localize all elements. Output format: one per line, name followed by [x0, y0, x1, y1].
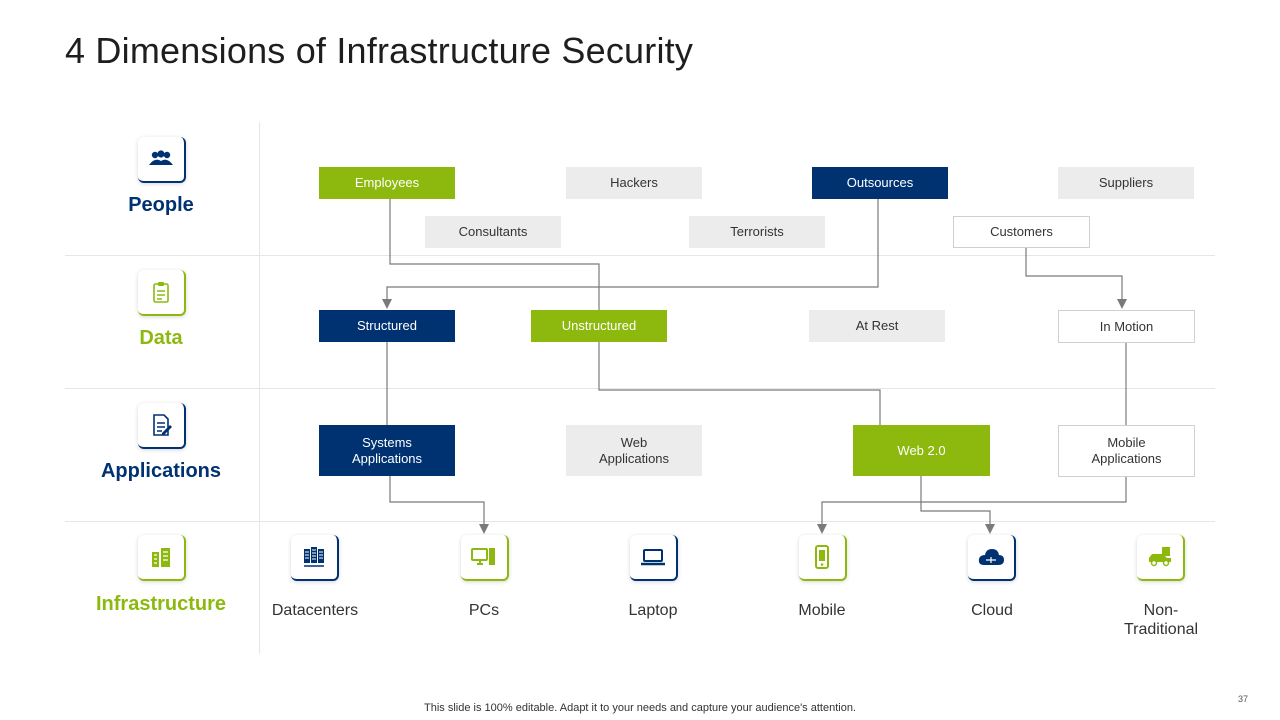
- box-employees: Employees: [319, 167, 455, 199]
- box-at-rest: At Rest: [809, 310, 945, 342]
- connector-customers-inmotion: [1025, 248, 1127, 309]
- infra-label-laptop: Laptop: [628, 602, 678, 619]
- infra-label-mobile: Mobile: [798, 602, 846, 619]
- row-divider: [65, 255, 1215, 256]
- server-rack-icon: [291, 535, 339, 581]
- cloud-icon: [968, 535, 1016, 581]
- footer-note: This slide is 100% editable. Adapt it to…: [424, 702, 856, 714]
- row-divider: [65, 388, 1215, 389]
- page-title: 4 Dimensions of Infrastructure Security: [65, 30, 694, 71]
- infra-label-datacenters: Datacenters: [271, 602, 359, 619]
- vehicle-icon: [1137, 535, 1185, 581]
- box-unstructured: Unstructured: [531, 310, 667, 342]
- clipboard-icon: [138, 270, 186, 316]
- connector-systems-pcs: [389, 476, 489, 534]
- box-mobile-applications: Mobile Applications: [1058, 425, 1195, 477]
- box-web-applications: Web Applications: [566, 425, 702, 476]
- box-suppliers: Suppliers: [1058, 167, 1194, 199]
- infra-label-non-traditional: Non- Traditional: [1123, 602, 1199, 638]
- document-edit-icon: [138, 403, 186, 449]
- page-number: 37: [1238, 694, 1249, 704]
- infra-label-cloud: Cloud: [971, 602, 1013, 619]
- category-people: People: [128, 194, 194, 216]
- box-terrorists: Terrorists: [689, 216, 825, 248]
- smartphone-icon: [799, 535, 847, 581]
- category-data: Data: [139, 327, 183, 349]
- people-icon: [138, 137, 186, 183]
- infra-label-pcs: PCs: [468, 602, 500, 619]
- connector-mobileapps-mobile: [817, 476, 1127, 534]
- box-in-motion: In Motion: [1058, 310, 1195, 343]
- category-infrastructure: Infrastructure: [95, 593, 227, 615]
- laptop-icon: [630, 535, 678, 581]
- connector-outsources-structured: [382, 199, 879, 309]
- connector-unstructured-web20: [598, 342, 881, 425]
- box-web-2-0: Web 2.0: [853, 425, 990, 476]
- box-structured: Structured: [319, 310, 455, 342]
- row-divider: [65, 521, 1215, 522]
- category-applications: Applications: [100, 460, 221, 482]
- box-hackers: Hackers: [566, 167, 702, 199]
- connector-web20-cloud: [920, 476, 995, 534]
- buildings-icon: [138, 535, 186, 581]
- box-outsources: Outsources: [812, 167, 948, 199]
- box-systems-applications: Systems Applications: [319, 425, 455, 476]
- desktop-pc-icon: [461, 535, 509, 581]
- box-consultants: Consultants: [425, 216, 561, 248]
- box-customers: Customers: [953, 216, 1090, 248]
